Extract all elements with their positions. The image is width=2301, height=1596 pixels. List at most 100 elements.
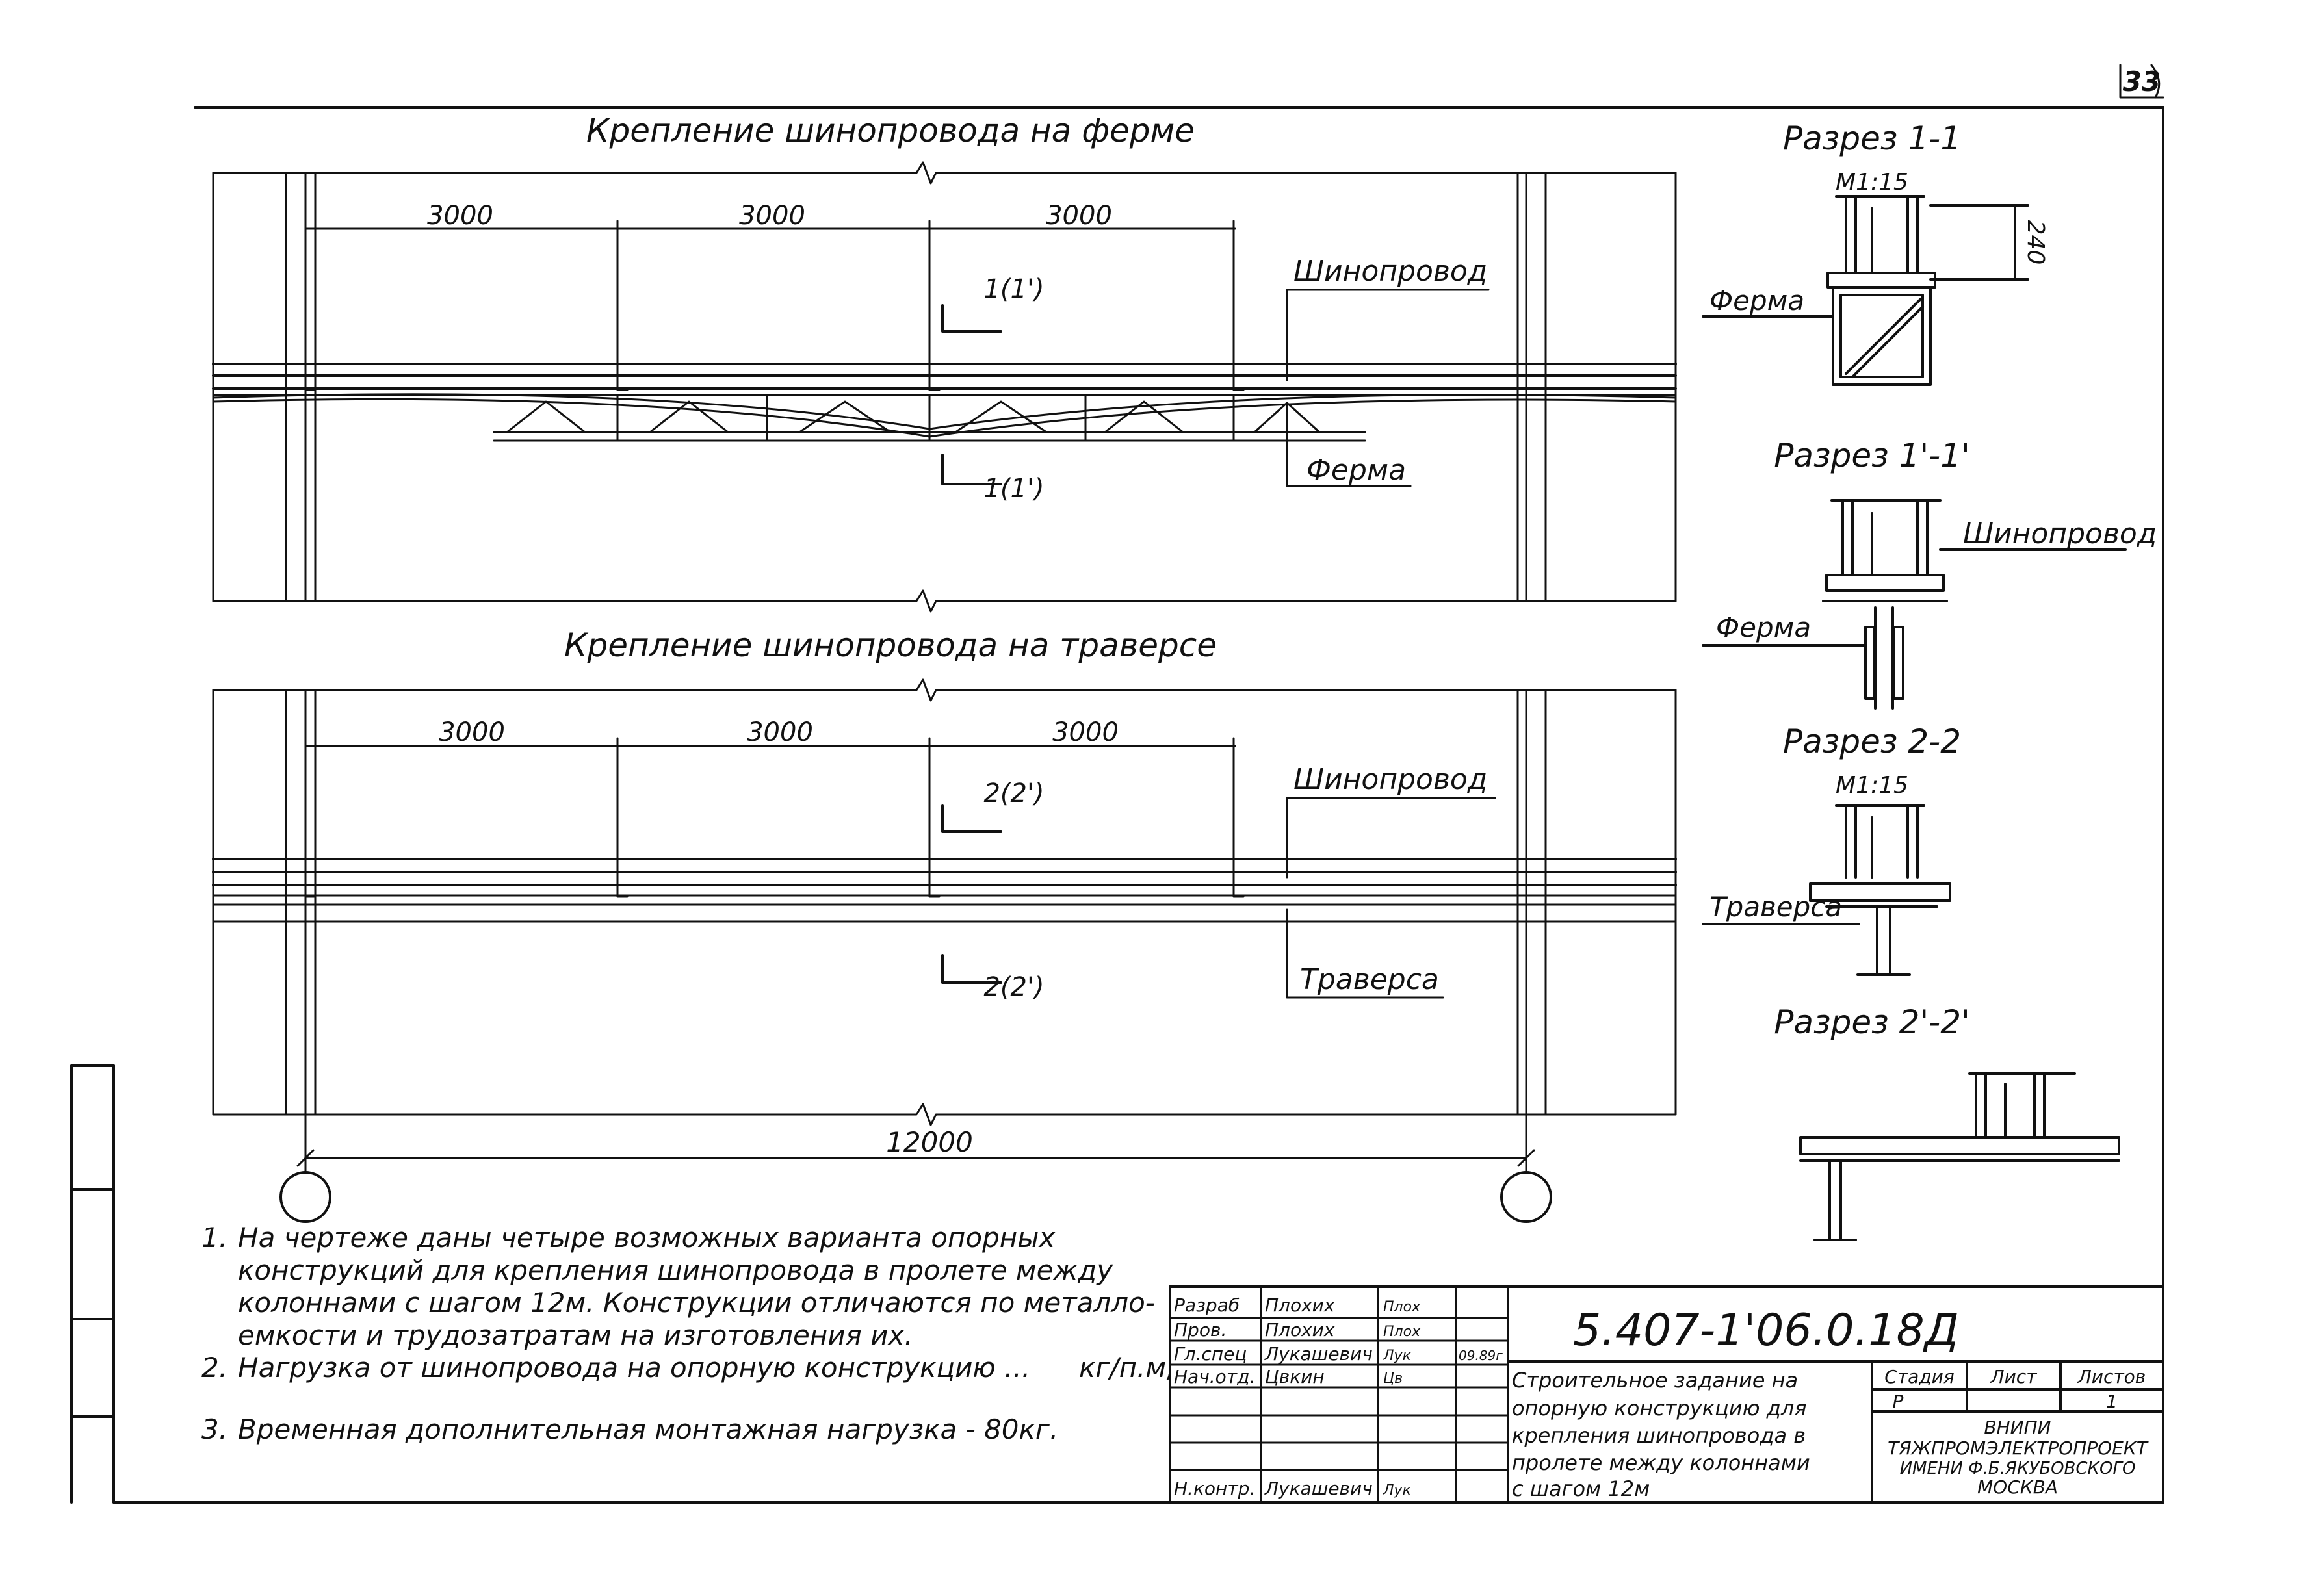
truss-busbar-clamps [304, 374, 1245, 391]
role-3-name: Цвкин [1265, 1366, 1325, 1387]
truss-dim-2: 3000 [739, 201, 805, 231]
title-block-grid [1169, 1285, 2164, 1504]
note-1: 1. На чертеже даны четыре возможных вари… [202, 1222, 1176, 1352]
description-line-1: опорную конструкцию для [1512, 1396, 1807, 1421]
truss-cut-label-bottom: 1(1') [983, 474, 1044, 504]
role-1-sign: Плох [1383, 1324, 1421, 1340]
truss-section-marks [941, 304, 1002, 485]
truss-dim-3: 3000 [1046, 201, 1112, 231]
note-1-line-2: колоннами с шагом 12м. Конструкции отлич… [238, 1287, 1155, 1319]
organization: ВНИПИ ТЯЖПРОМЭЛЕКТРОПРОЕКТ ИМЕНИ Ф.Б.ЯКУ… [1888, 1417, 2149, 1498]
document-number: 5.407-1'06.0.18Д [1573, 1305, 1959, 1356]
traverse-dim-2: 3000 [747, 717, 813, 747]
note-1-line-1: конструкций для крепления шинопровода в … [238, 1254, 1113, 1286]
section-2-2 [1702, 804, 1951, 976]
note-3-line-0: Временная дополнительная монтажная нагру… [238, 1413, 1059, 1445]
truss-dimension-chain [304, 220, 1236, 385]
truss [212, 393, 1677, 442]
traverse-dim-3: 3000 [1052, 717, 1119, 747]
role-0-name: Плохих [1265, 1294, 1335, 1316]
role-2-sign: Лук [1383, 1348, 1412, 1364]
section-2p-title: Разрез 2'-2' [1774, 1003, 1970, 1041]
description-line-4: с шагом 12м [1512, 1476, 1650, 1501]
sheet-number: 33 [2123, 66, 2161, 97]
role-3-sign: Цв [1383, 1371, 1403, 1387]
note-1-number: 1. [202, 1222, 228, 1254]
org-line-3: МОСКВА [1977, 1476, 2058, 1498]
traverse-beam [212, 871, 1677, 923]
section-2-2-title: Разрез 2-2 [1783, 723, 1961, 760]
truss-view-title: Крепление шинопровода на ферме [586, 112, 1195, 149]
role-2: Гл.спец [1174, 1343, 1247, 1365]
role-6-sign: Лук [1383, 1482, 1412, 1499]
section-1-1 [1702, 195, 2029, 386]
role-6: Н.контр. [1174, 1478, 1255, 1499]
section-1p-support-label: Ферма [1716, 611, 1811, 643]
header-sheets: Листов [2077, 1366, 2146, 1387]
traverse-busbar-label: Шинопровод [1294, 763, 1487, 796]
description-line-2: крепления шинопровода в [1512, 1423, 1806, 1448]
section-1p-title: Разрез 1'-1' [1774, 437, 1970, 474]
role-0: Разраб [1174, 1294, 1240, 1316]
org-line-2: ИМЕНИ Ф.Б.ЯКУБОВСКОГО [1900, 1459, 2136, 1478]
section-1p-busbar-label: Шинопровод [1963, 517, 2157, 550]
title-block-roles-grid [1169, 1285, 1509, 1504]
role-0-sign: Плох [1383, 1299, 1421, 1315]
span-dimension [296, 1113, 1535, 1174]
traverse-dim-1: 3000 [439, 717, 505, 747]
note-1-line-3: емкости и трудозатратам на изготовления … [238, 1319, 913, 1351]
note-2-line-0: Нагрузка от шинопровода на опорную конст… [238, 1352, 1031, 1384]
section-1-1-dim: 240 [2022, 220, 2049, 265]
traverse-view-frame [212, 678, 1677, 1126]
section-1-1-support-label: Ферма [1710, 285, 1804, 316]
traverse-busbar [212, 858, 1677, 886]
traverse-dimension-chain [304, 737, 1236, 892]
sheet-frame [70, 106, 2164, 1504]
traverse-section-marks [941, 804, 1002, 984]
traverse-view-title: Крепление шинопровода на траверсе [564, 626, 1217, 664]
role-6-name: Лукашевич [1264, 1478, 1373, 1499]
span-dim-label: 12000 [886, 1126, 973, 1158]
traverse-cut-label-top: 2(2') [983, 779, 1044, 808]
section-2-2-scale: М1:15 [1836, 772, 1908, 799]
note-1-line-0: На чертеже даны четыре возможных вариант… [238, 1222, 1056, 1254]
note-3-number: 3. [202, 1413, 228, 1445]
truss-cut-label-top: 1(1') [983, 274, 1044, 304]
truss-view-frame [212, 161, 1677, 613]
truss-dim-1: 3000 [427, 201, 493, 231]
note-2-number: 2. [202, 1352, 228, 1384]
traverse-leaders [1286, 797, 1496, 999]
traverse-cut-label-bottom: 2(2') [983, 972, 1044, 1002]
truss-leaders [1286, 289, 1490, 487]
note-2: 2. Нагрузка от шинопровода на опорную ко… [202, 1352, 1176, 1384]
value-sheets: 1 [2106, 1391, 2118, 1412]
description-line-3: пролете между колоннами [1512, 1450, 1810, 1475]
general-notes: 1. На чертеже даны четыре возможных вари… [202, 1222, 1176, 1446]
grid-axis-left [280, 1171, 332, 1223]
role-2-name: Лукашевич [1264, 1343, 1373, 1365]
section-1-1-title: Разрез 1-1 [1783, 120, 1961, 157]
section-2-2-support-label: Траверса [1710, 891, 1842, 923]
grid-axis-right [1500, 1171, 1552, 1223]
org-line-0: ВНИПИ [1984, 1417, 2051, 1438]
org-line-1: ТЯЖПРОМЭЛЕКТРОПРОЕКТ [1888, 1437, 2149, 1459]
value-stage: Р [1893, 1391, 1904, 1412]
title-block-description: Строительное задание на опорную конструк… [1512, 1368, 1810, 1501]
truss-busbar [212, 363, 1677, 390]
role-1: Пров. [1174, 1319, 1227, 1341]
traverse-columns [285, 689, 1547, 1116]
truss-columns [285, 172, 1547, 602]
traverse-support-label: Траверса [1300, 963, 1439, 996]
truss-busbar-label: Шинопровод [1294, 255, 1487, 288]
sheet-number-box [2119, 64, 2164, 99]
role-2-date: 09.89г [1459, 1348, 1503, 1363]
role-3: Нач.отд. [1174, 1366, 1255, 1387]
section-1-1-scale: М1:15 [1836, 169, 1908, 196]
role-1-name: Плохих [1265, 1319, 1335, 1341]
title-block-roles: Разраб Плохих Плох Пров. Плохих Плох Гл.… [1174, 1294, 1503, 1499]
description-line-0: Строительное задание на [1512, 1368, 1798, 1393]
header-stage: Стадия [1884, 1366, 1954, 1387]
note-2-unit: кг/п.м, [1079, 1352, 1175, 1384]
header-sheet: Лист [1990, 1366, 2038, 1387]
